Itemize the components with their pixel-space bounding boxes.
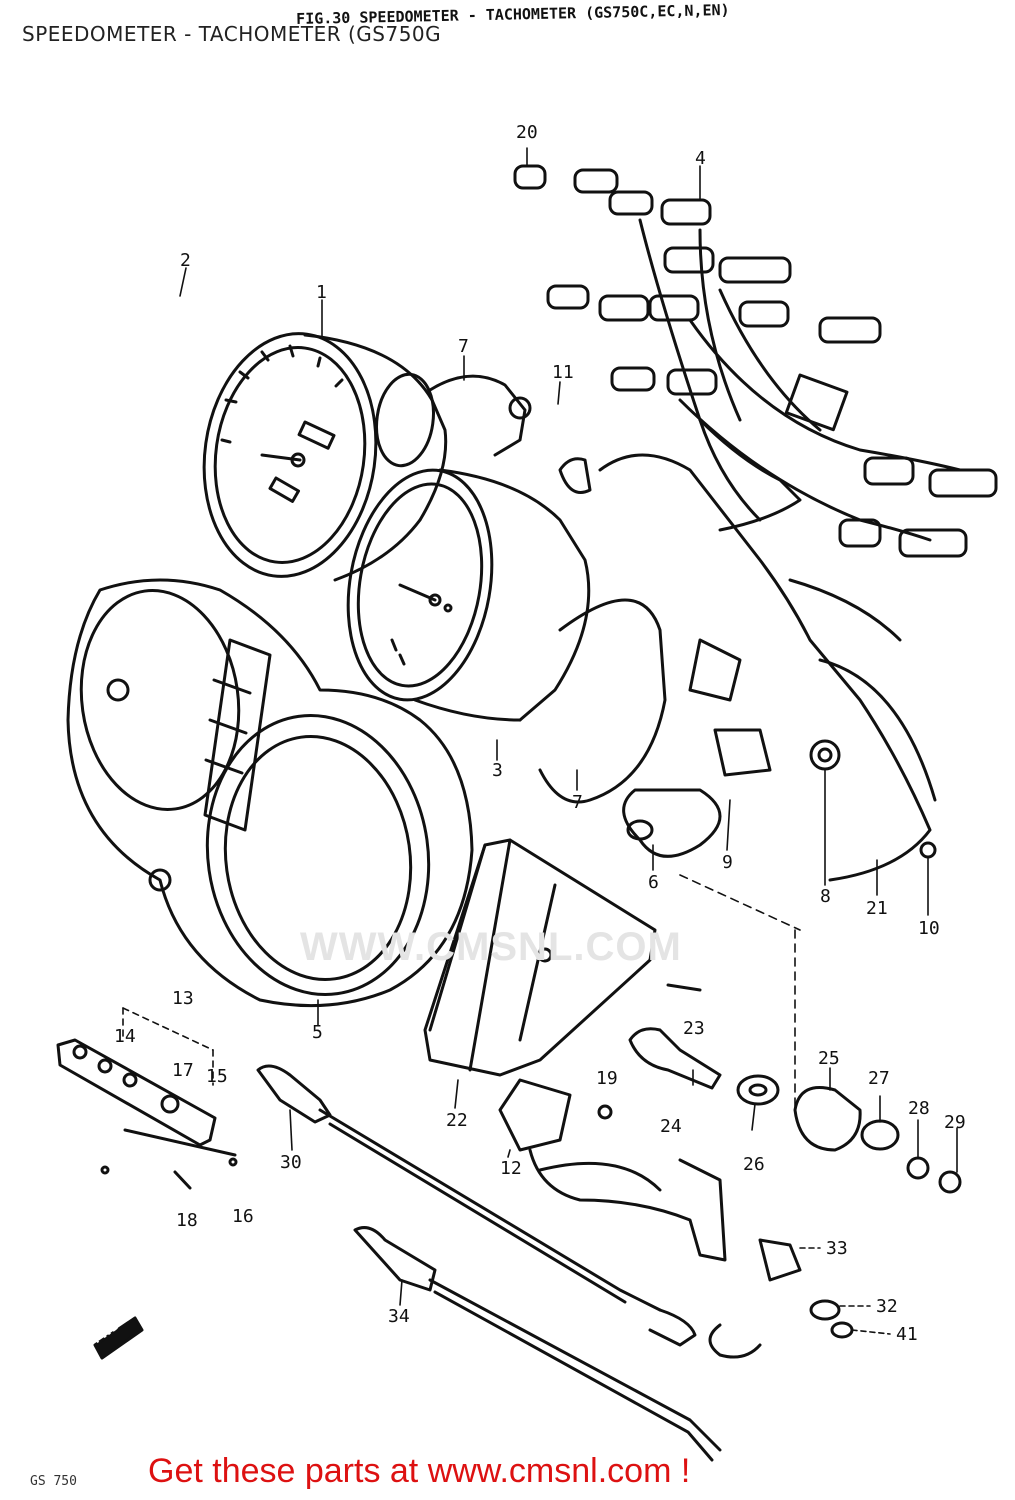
callout-17: 17 <box>172 1060 194 1081</box>
callout-41: 41 <box>896 1324 918 1345</box>
callout-33: 33 <box>826 1238 848 1259</box>
callout-32: 32 <box>876 1296 898 1317</box>
meter-case <box>66 578 474 1008</box>
callout-16: 16 <box>232 1206 254 1227</box>
meter-bracket-housing <box>428 374 937 882</box>
callout-8: 8 <box>820 886 831 907</box>
callout-12: 12 <box>500 1158 522 1179</box>
callout-9: 9 <box>722 852 733 873</box>
callout-20: 20 <box>516 122 538 143</box>
callout-26: 26 <box>743 1154 765 1175</box>
callout-24: 24 <box>660 1116 682 1137</box>
lamp-strip-13 <box>56 1038 238 1190</box>
callout-1: 1 <box>316 282 327 303</box>
callout-25: 25 <box>818 1048 840 1069</box>
callout-29: 29 <box>944 1112 966 1133</box>
tachometer-gauge <box>346 468 591 722</box>
switch-connector-12 <box>498 1078 727 1262</box>
callout-30: 30 <box>280 1152 302 1173</box>
callout-5: 5 <box>312 1022 323 1043</box>
lamp-socket-harness <box>513 164 998 558</box>
callout-3: 3 <box>492 760 503 781</box>
meter-cables <box>256 1064 854 1462</box>
bolts-and-washers <box>597 1027 962 1194</box>
callout-4: 4 <box>695 148 706 169</box>
footer-link[interactable]: Get these parts at www.cmsnl.com ! <box>148 1452 691 1490</box>
callout-2: 2 <box>180 250 191 271</box>
bracket-plate-6 <box>622 728 937 859</box>
speedometer-gauge <box>202 332 448 582</box>
callout-23: 23 <box>683 1018 705 1039</box>
callout-19: 19 <box>596 1068 618 1089</box>
watermark-text: WWW.CMSNL.COM <box>300 925 682 969</box>
leader-lines <box>122 147 958 1335</box>
callout-34: 34 <box>388 1306 410 1327</box>
callout-28: 28 <box>908 1098 930 1119</box>
callout-27: 27 <box>868 1068 890 1089</box>
page-title: SPEEDOMETER - TACHOMETER (GS750G <box>22 22 442 46</box>
callout-18: 18 <box>176 1210 198 1231</box>
corner-tag: GS 750 <box>30 1474 77 1489</box>
callout-14: 14 <box>114 1026 136 1047</box>
indicator-panel-22 <box>423 838 702 1077</box>
callout-13: 13 <box>172 988 194 1009</box>
callout-7a: 7 <box>458 336 469 357</box>
callout-10: 10 <box>918 918 940 939</box>
forward-arrow <box>93 1316 144 1360</box>
callout-22: 22 <box>446 1110 468 1131</box>
callout-6: 6 <box>648 872 659 893</box>
callout-7b: 7 <box>572 792 583 813</box>
callout-11: 11 <box>552 362 574 383</box>
callout-15: 15 <box>206 1066 228 1087</box>
callout-21: 21 <box>866 898 888 919</box>
